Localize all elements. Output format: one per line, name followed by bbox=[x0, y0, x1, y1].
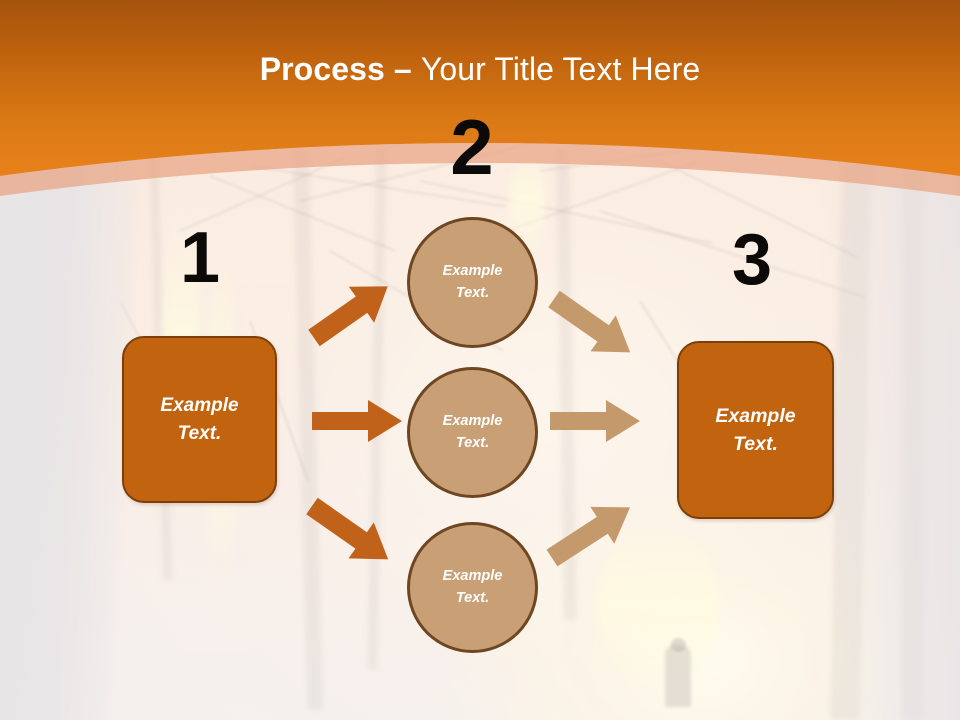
step-number-2: 2 bbox=[450, 103, 494, 191]
walking-figure bbox=[665, 645, 691, 707]
arrow-top-to-right bbox=[548, 290, 631, 353]
process-box-right[interactable]: Example Text. bbox=[677, 341, 834, 519]
process-circle-middle[interactable]: Example Text. bbox=[407, 367, 538, 498]
arrow-left-to-bottom bbox=[306, 497, 389, 560]
arrow-middle-to-right bbox=[550, 400, 640, 442]
arrow-left-to-top bbox=[308, 286, 388, 347]
process-box-left-label: Example Text. bbox=[160, 394, 239, 444]
process-circle-middle-label: Example Text. bbox=[442, 413, 503, 451]
step-number-3: 3 bbox=[731, 220, 773, 300]
header-band bbox=[0, 0, 960, 196]
arrow-bottom-to-right bbox=[546, 506, 630, 567]
header-accent-strip bbox=[0, 143, 960, 196]
step-number-1: 1 bbox=[179, 218, 221, 298]
process-box-left[interactable]: Example Text. bbox=[122, 336, 277, 503]
header-band-shape bbox=[0, 0, 960, 176]
sky-glow bbox=[598, 520, 718, 690]
process-circle-top[interactable]: Example Text. bbox=[407, 217, 538, 348]
walking-figure-head bbox=[671, 638, 686, 652]
process-box-right-label: Example Text. bbox=[715, 404, 796, 455]
arrow-left-to-middle bbox=[312, 400, 402, 442]
slide-title: Process – Your Title Text Here bbox=[0, 51, 960, 87]
process-circle-top-label: Example Text. bbox=[442, 263, 503, 301]
slide-title-dash: – bbox=[384, 51, 421, 87]
slide-title-rest: Your Title Text Here bbox=[420, 51, 701, 87]
process-circle-bottom-label: Example Text. bbox=[442, 568, 503, 606]
process-circle-bottom[interactable]: Example Text. bbox=[407, 522, 538, 653]
slide-title-bold: Process bbox=[259, 51, 385, 87]
